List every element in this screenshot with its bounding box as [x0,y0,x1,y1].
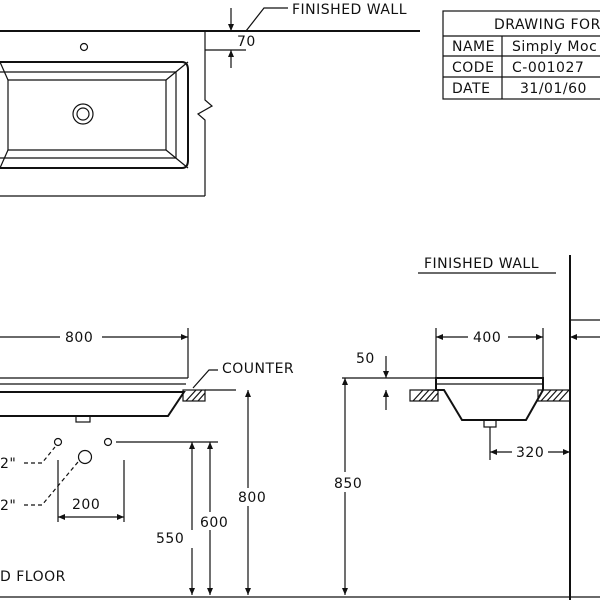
arrowhead [570,334,577,340]
finished-wall-label-top: FINISHED WALL [292,2,407,18]
arrowhead [207,588,213,595]
pipe-leader-1 [24,446,56,464]
basin-corner [165,149,189,169]
counter-label: COUNTER [222,361,294,377]
finished-wall-label-right: FINISHED WALL [424,256,539,272]
side-elevation: FINISHED WALL 400 50 [334,255,600,600]
basin-corner [165,61,189,81]
drain-front [75,415,91,423]
plan-counter-break [196,31,214,196]
pipe-leader-2 [24,461,79,506]
arrowhead [189,588,195,595]
arrowhead [228,24,234,31]
floor-label: D FLOOR [0,569,66,585]
drain-inner [76,107,90,121]
arrowhead [245,390,251,397]
drain-side [483,419,497,428]
arrowhead [342,588,348,595]
dim-400: 400 [473,330,501,346]
hatch [191,389,203,402]
dim-320: 320 [516,445,544,461]
counter-hatch-back [537,389,571,402]
waste-pipe [77,449,93,465]
dim-600: 600 [200,515,228,531]
hatch [418,389,430,402]
pipe-label-2: 2" [0,498,16,514]
title-frame [442,10,600,100]
arrowhead [490,449,497,455]
basin-front [0,391,186,417]
arrowhead [228,50,234,57]
front-elevation: 800 COUNTER 2" 2" 200 D FLOOR [0,328,294,595]
arrowhead [383,371,389,378]
title-value-code: C-001027 [512,60,584,76]
dim-800-width: 800 [65,330,93,346]
hatch [430,392,439,402]
arrowhead [207,442,213,449]
title-block: DRAWING FOR NAME Simply Moc CODE C-00102… [442,10,600,100]
hatch [424,389,436,402]
hatch [552,389,564,402]
arrowhead [58,514,65,520]
counter-hatch-left [182,389,206,402]
pipe-label-1: 2" [0,456,16,472]
arrowhead [536,334,543,340]
arrowhead [245,588,251,595]
hatch [540,389,552,402]
arrowhead [117,514,124,520]
arrowhead [436,334,443,340]
plan-view: FINISHED WALL 70 [0,2,420,197]
arrowhead [563,449,570,455]
dim-200: 200 [72,497,100,513]
arrowhead [189,442,195,449]
hatch [558,389,570,402]
basin-corner [0,149,9,169]
arrowhead [342,378,348,385]
dim-50: 50 [356,351,375,367]
basin-corner [0,61,9,81]
drain-outer [72,103,94,125]
hatch [546,389,558,402]
title-key-code: CODE [452,60,494,76]
counter-leader [192,369,218,389]
hatch [185,389,197,402]
basin-rim [0,71,177,159]
title-header: DRAWING FOR [494,17,600,33]
title-key-name: NAME [452,39,495,55]
title-value-name: Simply Moc [512,39,597,55]
title-value-date: 31/01/60 [520,81,587,97]
tap-hole [79,42,89,52]
counter-hatch-front [409,389,439,402]
basin-inner [7,79,167,151]
arrowhead [181,334,188,340]
wall-leader [245,7,288,32]
dim-800-height: 800 [238,490,266,506]
basin-outer [0,61,189,169]
hatch [412,389,424,402]
dim-850: 850 [334,476,362,492]
title-key-date: DATE [452,81,490,97]
pipe-hole-left [53,437,63,447]
hatch [197,392,206,402]
pipe-hole-right [103,437,113,447]
arrowhead [383,390,389,397]
dim-550: 550 [156,531,184,547]
dim-70: 70 [237,34,256,50]
